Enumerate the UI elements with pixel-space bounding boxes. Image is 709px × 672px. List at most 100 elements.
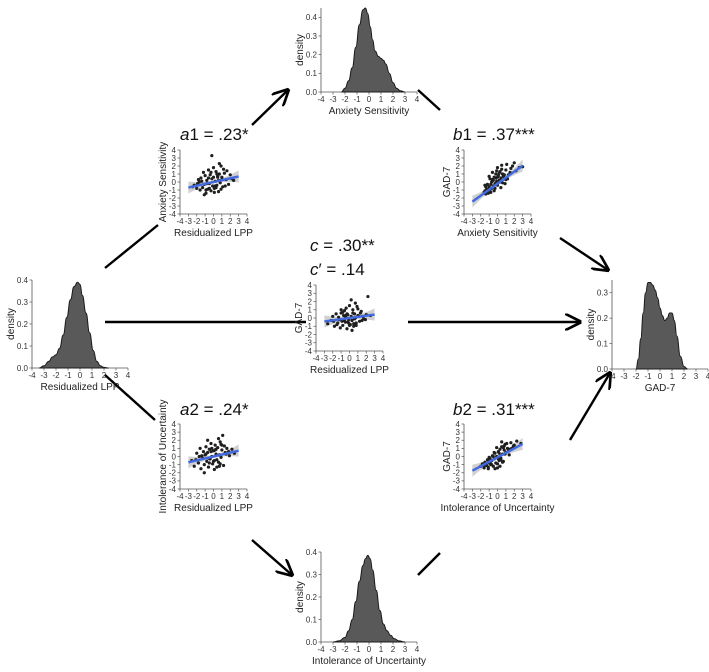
x-tick-label: 4: [126, 371, 131, 380]
y-tick-label: 0: [308, 314, 313, 323]
y-axis-label: GAD-7: [294, 302, 305, 333]
scatter-point: [200, 179, 204, 183]
scatter-point: [205, 459, 209, 463]
x-tick-label: -2: [477, 217, 485, 226]
scatter-point: [340, 319, 344, 323]
x-tick-label: -1: [64, 371, 72, 380]
y-axis-label: density: [586, 309, 597, 341]
scatter-point: [498, 464, 502, 468]
x-tick-label: 3: [520, 492, 525, 501]
x-tick-label: 2: [512, 217, 517, 226]
scatter-point: [500, 440, 504, 444]
scatter-point: [210, 446, 214, 450]
x-tick-label: -2: [477, 492, 485, 501]
scatter-point: [509, 441, 513, 445]
scatter-point: [335, 323, 339, 327]
scatter-point: [354, 321, 358, 325]
scatter-point: [503, 182, 507, 186]
scatter-point: [512, 161, 516, 165]
y-tick-label: -2: [453, 469, 461, 478]
scatter-point: [197, 454, 201, 459]
arrow-lpp-to-as-upper: [251, 90, 288, 126]
x-tick-label: 0: [495, 217, 500, 226]
x-axis-label: Residualized LPP: [41, 382, 120, 393]
scatter-point: [209, 450, 213, 454]
scatter-point: [204, 188, 208, 192]
scatter-point: [494, 172, 498, 176]
scatter-point: [213, 443, 217, 447]
density-area: [39, 281, 109, 369]
scatter-point: [491, 454, 495, 459]
scatter-point: [215, 172, 219, 176]
y-tick-label: 4: [456, 420, 461, 429]
x-tick-label: -3: [469, 492, 477, 501]
scatter-point: [228, 173, 232, 177]
density-area: [341, 7, 406, 93]
x-tick-label: -4: [312, 354, 320, 363]
x-tick-label: 0: [211, 217, 216, 226]
scatter-point: [500, 460, 505, 464]
x-tick-label: 2: [364, 354, 369, 363]
scatter-point: [353, 301, 357, 305]
x-tick-label: 2: [228, 492, 233, 501]
scatter-point: [195, 451, 199, 455]
scatter-point: [221, 167, 226, 171]
scatter-point: [220, 175, 224, 179]
scatter-point: [515, 439, 519, 443]
scatter-point: [499, 186, 503, 190]
scatter-point: [216, 190, 221, 194]
x-tick-label: -2: [632, 372, 640, 381]
path-arrows: [104, 90, 610, 576]
y-tick-label: -1: [305, 322, 313, 331]
scatter-point: [350, 328, 354, 332]
y-tick-label: 0.4: [17, 276, 29, 285]
y-tick-label: -3: [169, 202, 177, 211]
x-tick-label: 2: [512, 492, 517, 501]
x-tick-label: -3: [329, 95, 337, 104]
scatter-point: [366, 294, 370, 299]
scatter-point: [357, 319, 362, 323]
fit-line: [188, 449, 239, 464]
y-tick-label: -2: [169, 469, 177, 478]
scatter-point: [207, 461, 211, 465]
x-tick-label: 4: [381, 354, 386, 363]
x-axis-label: GAD-7: [645, 383, 676, 394]
scatter-point: [487, 455, 491, 459]
x-tick-label: -2: [52, 371, 60, 380]
x-tick-label: 1: [379, 645, 384, 654]
scatter-point: [501, 445, 505, 450]
scatter-point: [217, 464, 221, 468]
y-tick-label: -4: [169, 485, 177, 494]
x-tick-label: -2: [341, 645, 349, 654]
arrow-iu-to-gad-lower: [417, 552, 441, 576]
x-tick-label: 1: [220, 217, 225, 226]
x-tick-label: 2: [102, 371, 107, 380]
scatter-point: [492, 450, 496, 455]
scatter-point: [497, 451, 501, 455]
scatter-point: [500, 163, 504, 167]
scatter-point: [211, 462, 215, 466]
y-tick-label: 0.1: [306, 69, 318, 78]
y-tick-label: 0.1: [17, 342, 29, 351]
scatter-point: [495, 169, 499, 173]
y-axis-label: density: [295, 34, 306, 66]
arrow-lpp-to-iu-upper: [104, 374, 156, 421]
scatter-point: [226, 182, 231, 186]
scatter-point: [207, 186, 211, 190]
scatter-point: [219, 455, 223, 459]
scatter-point: [495, 462, 500, 466]
y-tick-label: 4: [308, 281, 313, 290]
y-tick-label: 0.2: [597, 314, 609, 323]
y-tick-label: 0.0: [306, 88, 318, 97]
x-tick-label: 3: [694, 372, 699, 381]
scatter-point: [221, 185, 225, 189]
y-tick-label: -1: [169, 460, 177, 469]
scatter-point: [207, 447, 211, 451]
x-tick-label: 4: [245, 492, 250, 501]
scatter-point: [352, 324, 356, 328]
y-tick-label: -2: [305, 330, 313, 339]
x-tick-label: 1: [379, 95, 384, 104]
x-tick-label: 1: [220, 492, 225, 501]
